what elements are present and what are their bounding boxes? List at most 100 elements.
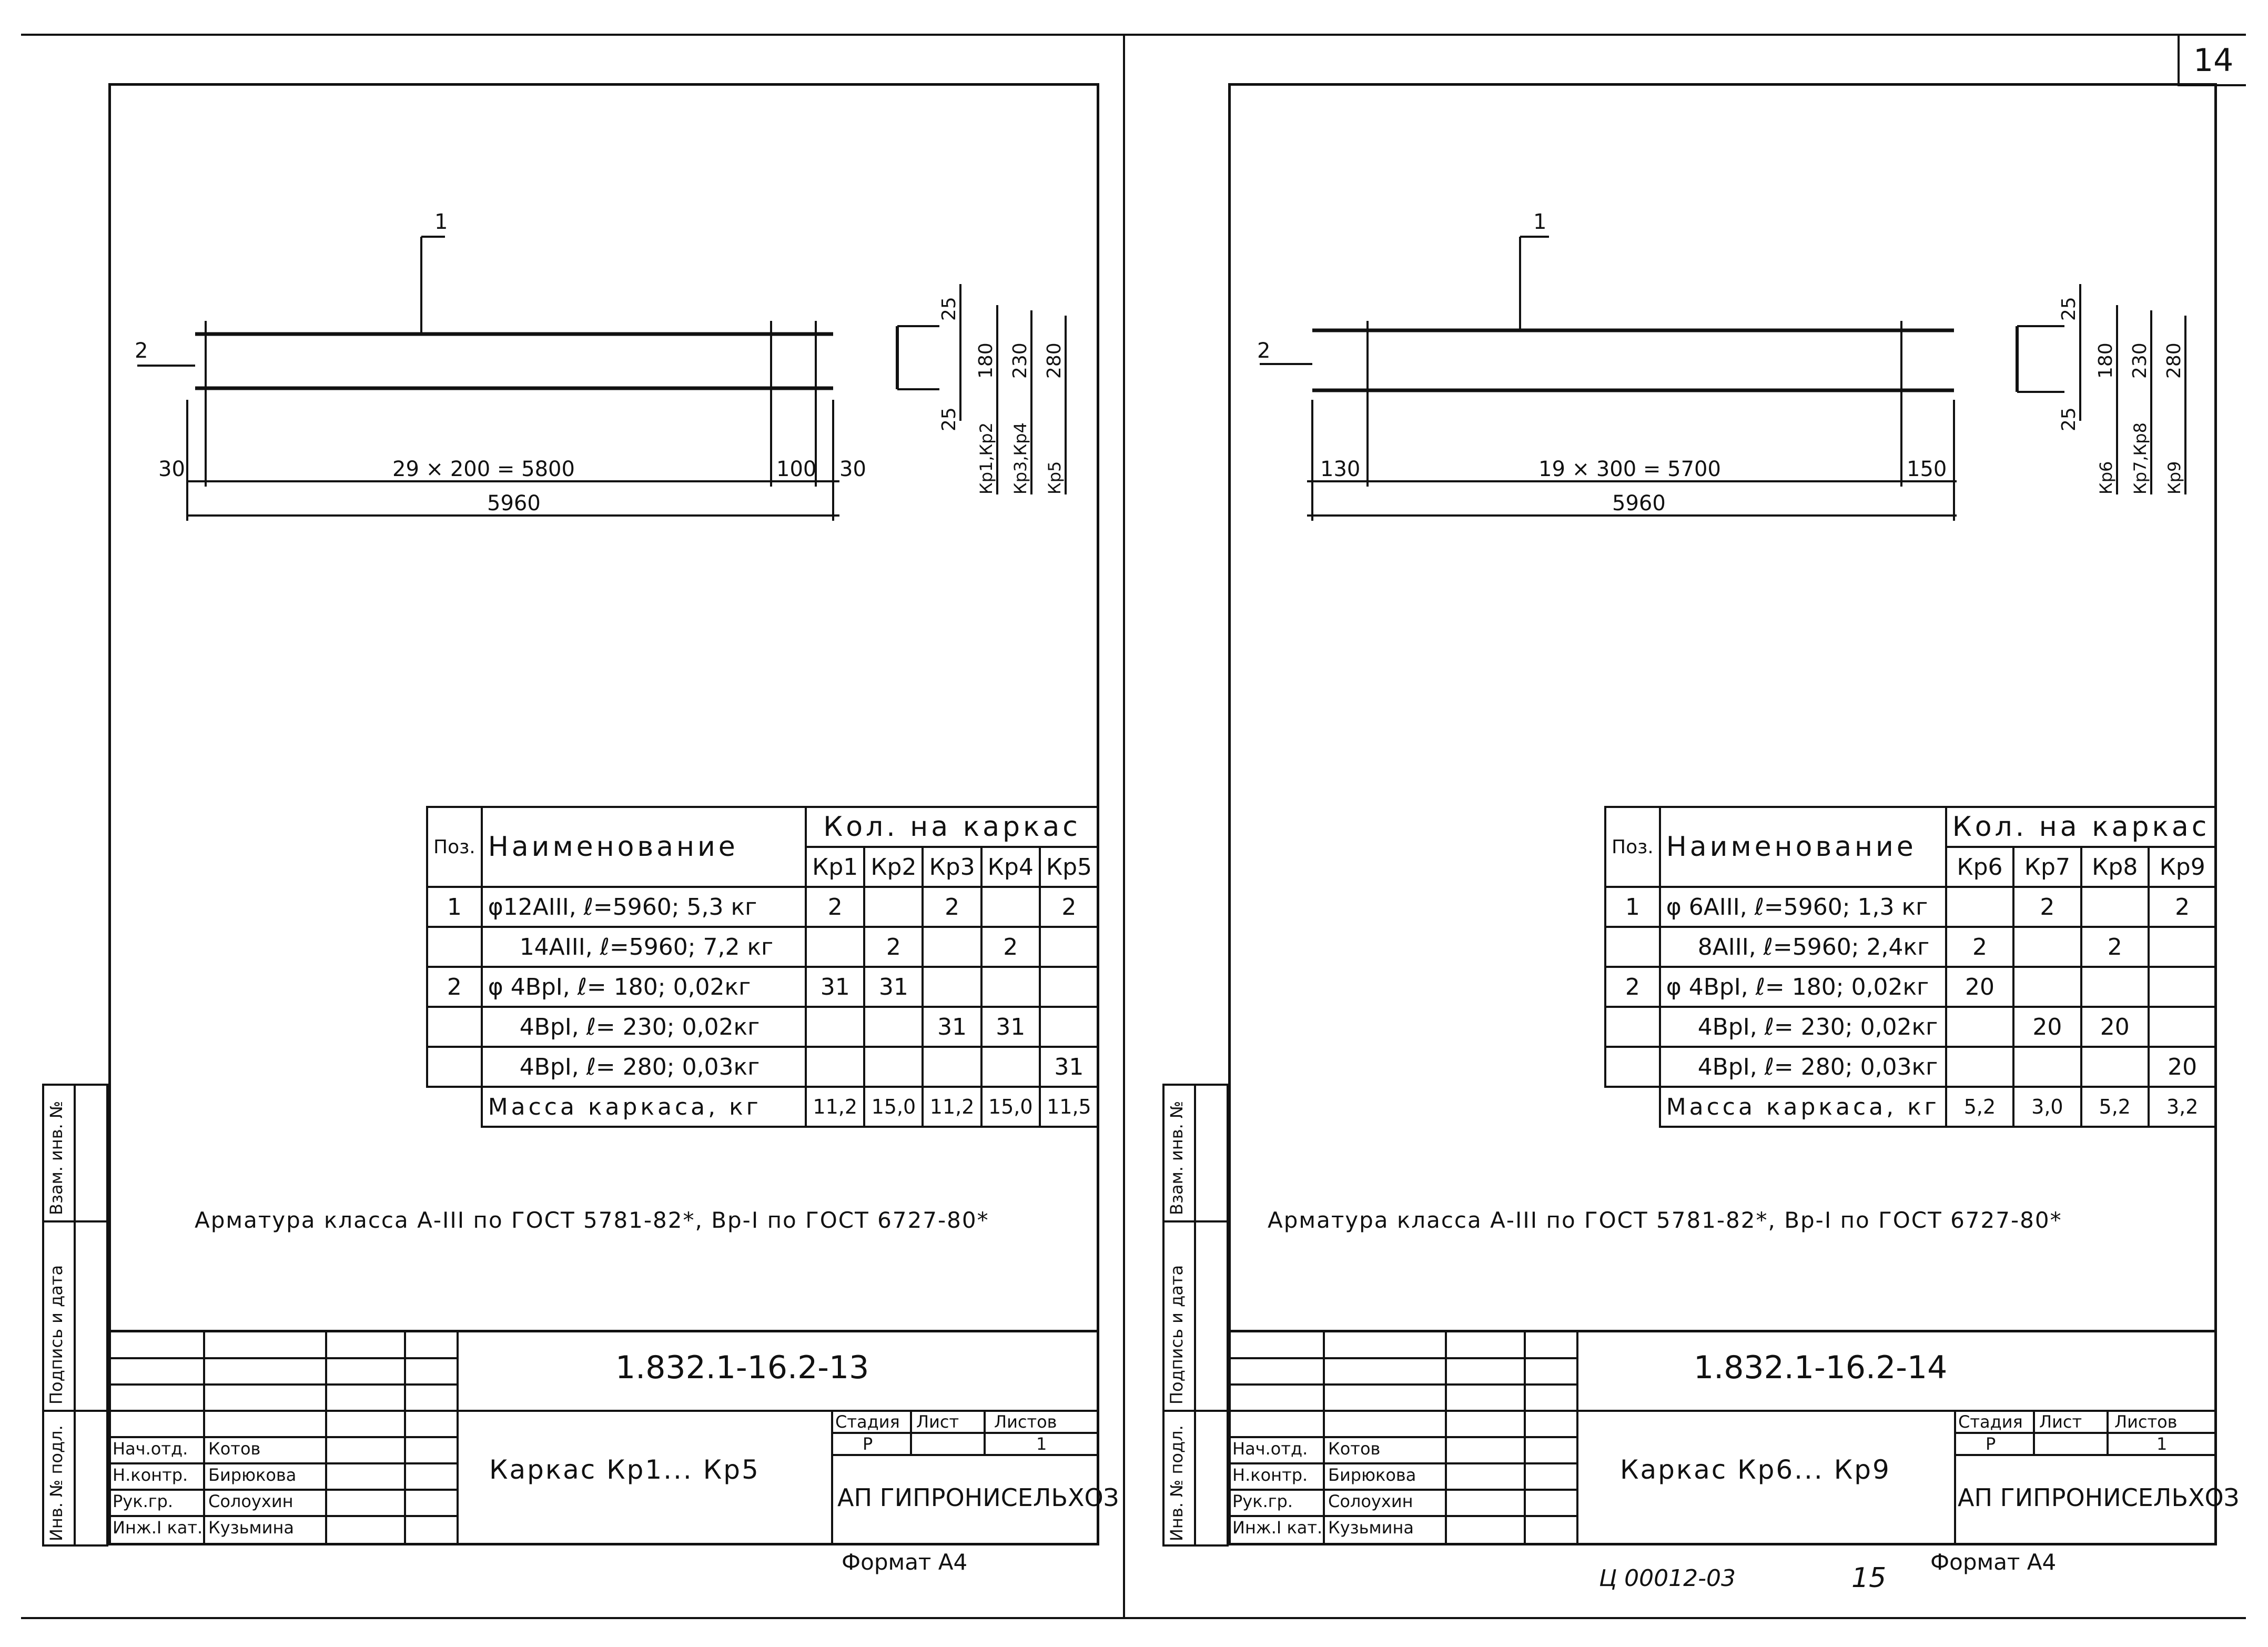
tb-line xyxy=(108,1410,1099,1412)
section-frame-label-2: Кр7,Кр8 xyxy=(2130,422,2150,494)
tb-line xyxy=(984,1410,986,1454)
tb-person: Котов xyxy=(208,1439,261,1459)
table-row: 4ВрI, ℓ= 230; 0,02кг 20 20 xyxy=(1604,1006,2218,1048)
sheets-label: Листов xyxy=(994,1412,1057,1432)
format-label: Формат А4 xyxy=(842,1549,968,1575)
tb-line xyxy=(831,1432,1099,1434)
tb-role: Нач.отд. xyxy=(113,1439,188,1459)
row-qty: 2 xyxy=(863,926,924,968)
mass-row: Масса каркаса, кг 11,2 15,0 11,2 15,0 11… xyxy=(427,1086,1100,1128)
tb-line xyxy=(108,1357,457,1359)
tb-line xyxy=(1228,1436,1576,1438)
tb-line xyxy=(457,1330,459,1545)
position-mark-1: 1 xyxy=(434,210,448,234)
doc-code: 1.832.1-16.2-13 xyxy=(615,1349,869,1386)
page-divider-line xyxy=(1123,34,1125,1617)
frame-col-header: Кр9 xyxy=(2147,846,2218,888)
row-pos: 2 xyxy=(1604,966,1661,1008)
row-qty: 2 xyxy=(980,926,1041,968)
frame-col-header: Кр4 xyxy=(980,846,1041,888)
mass-value: 5,2 xyxy=(2080,1086,2150,1128)
stage-label: Стадия xyxy=(1958,1412,2023,1432)
row-qty xyxy=(2080,886,2150,928)
dim-total: 5960 xyxy=(487,491,541,516)
section-bottom: 25 xyxy=(938,407,960,431)
tb-role: Н.контр. xyxy=(113,1465,188,1485)
row-pos xyxy=(1604,1006,1661,1048)
tb-line xyxy=(910,1410,912,1454)
row-qty: 31 xyxy=(980,1006,1041,1048)
side-stamp-label: Взам. инв. № xyxy=(1167,1100,1187,1215)
frame-col-header: Кр2 xyxy=(863,846,924,888)
dim-end-left: 30 xyxy=(158,457,185,481)
drawing-title: Каркас Кр1... Кр5 xyxy=(489,1454,760,1485)
table-row: 4ВрI, ℓ= 230; 0,02кг 31 31 xyxy=(426,1006,1100,1048)
side-stamp-label: Инв. № подл. xyxy=(46,1425,66,1541)
mass-value: 11,2 xyxy=(805,1086,866,1128)
table-row: 1 φ12АIII, ℓ=5960; 5,3 кг 2 2 2 xyxy=(426,886,1100,928)
row-qty xyxy=(980,1046,1041,1088)
table-row: 8АIII, ℓ=5960; 2,4кг 2 2 xyxy=(1604,926,2218,968)
sheets-count: 1 xyxy=(1036,1434,1047,1454)
tb-line xyxy=(108,1489,457,1491)
tb-line xyxy=(1576,1330,1578,1545)
table-row: 2 φ 4ВрI, ℓ= 180; 0,02кг 20 xyxy=(1604,966,2218,1008)
tb-person: Бирюкова xyxy=(208,1465,297,1485)
doc-code: 1.832.1-16.2-14 xyxy=(1694,1349,1948,1386)
frame-col-header: Кр1 xyxy=(805,846,866,888)
tb-role: Рук.гр. xyxy=(113,1491,174,1511)
mass-value: 3,0 xyxy=(2012,1086,2082,1128)
row-qty: 2 xyxy=(1038,886,1100,928)
row-name: 4ВрI, ℓ= 230; 0,02кг xyxy=(480,1006,807,1048)
frame-col-header: Кр6 xyxy=(1945,846,2015,888)
table-row: 1 φ 6АIII, ℓ=5960; 1,3 кг 2 2 xyxy=(1604,886,2218,928)
mass-value: 11,5 xyxy=(1038,1086,1100,1128)
row-pos xyxy=(426,926,483,968)
row-qty: 2 xyxy=(805,886,866,928)
dim-spacing: 29 × 200 = 5800 xyxy=(392,457,575,481)
sheets-label: Листов xyxy=(2114,1412,2178,1432)
sheet-label: Лист xyxy=(2039,1412,2082,1432)
qty-header: Кол. на каркас xyxy=(805,806,1099,848)
section-frame-label-1: Кр1,Кр2 xyxy=(976,422,996,494)
tb-line xyxy=(1954,1410,1956,1545)
tb-role: Н.контр. xyxy=(1232,1465,1308,1485)
dim-spacing: 19 × 300 = 5700 xyxy=(1538,457,1721,481)
side-stamp-label: Подпись и дата xyxy=(46,1265,66,1405)
tb-line xyxy=(1228,1383,1576,1386)
section-bottom: 25 xyxy=(2058,407,2080,431)
row-name: 4ВрI, ℓ= 280; 0,03кг xyxy=(480,1046,807,1088)
side-stamp-label: Взам. инв. № xyxy=(46,1100,66,1215)
tb-role: Инж.I кат. xyxy=(1232,1518,1323,1538)
row-qty: 2 xyxy=(2080,926,2150,968)
organization: АП ГИПРОНИСЕЛЬХОЗ xyxy=(837,1483,1119,1512)
mass-value: 11,2 xyxy=(922,1086,983,1128)
tb-line xyxy=(2107,1410,2109,1454)
table-row: 14АIII, ℓ=5960; 7,2 кг 2 2 xyxy=(426,926,1100,968)
dim-end-right-2: 30 xyxy=(839,457,866,481)
section-height-3: 280 xyxy=(1044,342,1065,379)
mass-value: 15,0 xyxy=(980,1086,1041,1128)
row-qty: 20 xyxy=(2147,1046,2218,1088)
row-name: φ12АIII, ℓ=5960; 5,3 кг xyxy=(480,886,807,928)
section-height-1: 180 xyxy=(2095,342,2117,379)
tb-role: Рук.гр. xyxy=(1232,1491,1293,1511)
frame-drawing-right: 1 2 130 19 × 300 = 5700 150 5960 25 25 1… xyxy=(1257,210,2186,521)
row-name: 8АIII, ℓ=5960; 2,4кг xyxy=(1658,926,1947,968)
spec-table-left: Поз. Наименование Кол. на каркас Кр1 Кр2… xyxy=(426,806,1100,1128)
name-header: Наименование xyxy=(480,806,807,888)
row-qty xyxy=(2080,966,2150,1008)
tb-person: Солоухин xyxy=(1328,1491,1413,1511)
tb-person: Кузьмина xyxy=(208,1518,294,1538)
tb-person: Бирюкова xyxy=(1328,1465,1416,1485)
side-stamp-divider xyxy=(1194,1084,1196,1547)
tb-line xyxy=(108,1462,457,1464)
mass-value: 3,2 xyxy=(2147,1086,2218,1128)
mass-row: Масса каркаса, кг 5,2 3,0 5,2 3,2 xyxy=(1605,1086,2218,1128)
row-qty: 2 xyxy=(1945,926,2015,968)
dim-end-right: 100 xyxy=(776,457,816,481)
row-qty xyxy=(922,966,983,1008)
tb-line xyxy=(1228,1462,1576,1464)
tb-line xyxy=(1228,1410,2217,1412)
row-name: 14АIII, ℓ=5960; 7,2 кг xyxy=(480,926,807,968)
